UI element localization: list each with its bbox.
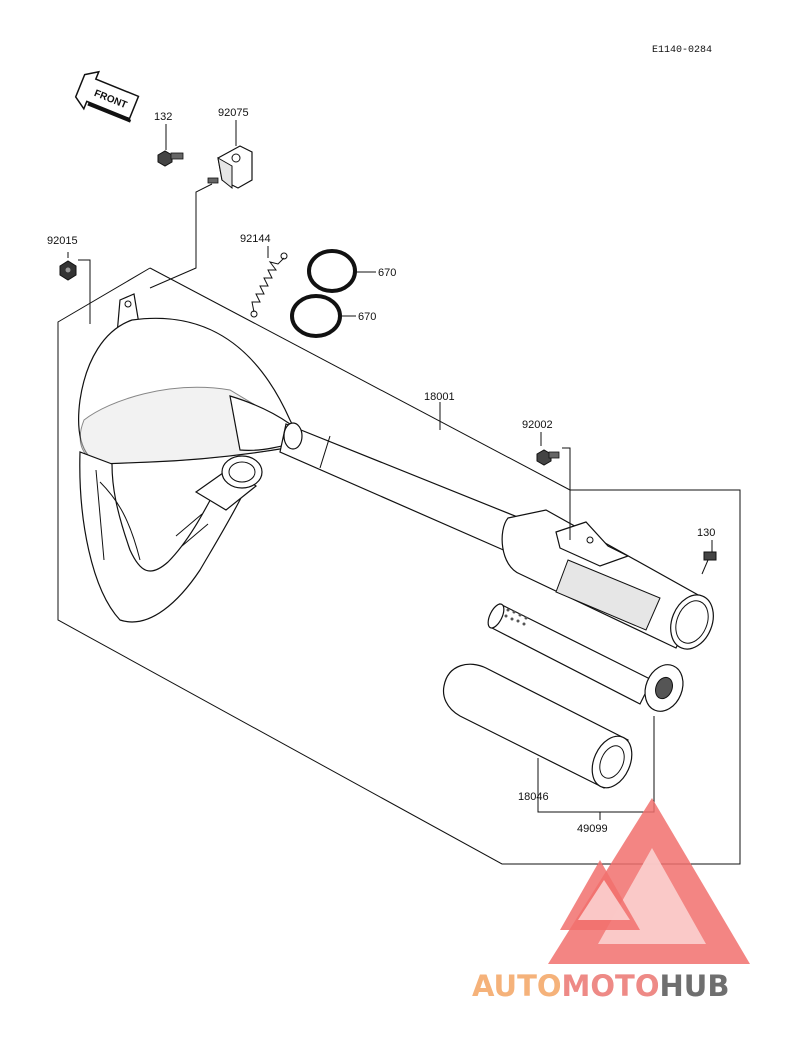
diagram-code: E1140-0284 <box>652 45 712 56</box>
bracket-92075 <box>207 120 253 190</box>
silencer-body <box>501 509 714 650</box>
part-label-670-lower: 670 <box>358 311 376 323</box>
part-label-670-upper: 670 <box>378 267 396 279</box>
perforated-pipe <box>487 603 684 712</box>
screw-130 <box>701 540 717 575</box>
spring-92144 <box>250 246 288 318</box>
watermark-hub: HUB <box>660 969 730 1003</box>
leader-18046 <box>537 716 655 813</box>
expansion-chamber-18001 <box>78 293 521 623</box>
watermark-text: AUTOMOTOHUB <box>472 969 729 1003</box>
bolt-132 <box>157 124 184 167</box>
o-ring-670-lower <box>290 294 356 338</box>
part-label-92144: 92144 <box>240 233 271 245</box>
packing-18046 <box>442 663 633 789</box>
nut-92015 <box>59 252 91 324</box>
watermark-moto: MOTO <box>562 969 660 1003</box>
part-label-18001: 18001 <box>424 391 455 403</box>
bolt-92002 <box>536 432 571 540</box>
assembly-outline <box>57 267 741 865</box>
part-label-132: 132 <box>154 111 172 123</box>
automotohub-logo <box>548 798 750 964</box>
part-label-92075: 92075 <box>218 107 249 119</box>
o-ring-670-upper <box>307 249 376 293</box>
front-arrow-icon: FRONT <box>74 70 140 123</box>
leader-92075 <box>149 183 213 289</box>
part-label-49099: 49099 <box>577 823 608 835</box>
assembly-outline-top <box>149 267 571 491</box>
part-label-18046: 18046 <box>518 791 549 803</box>
part-label-92002: 92002 <box>522 419 553 431</box>
watermark-auto: AUTO <box>472 969 562 1003</box>
part-label-92015: 92015 <box>47 235 78 247</box>
part-label-130: 130 <box>697 527 715 539</box>
